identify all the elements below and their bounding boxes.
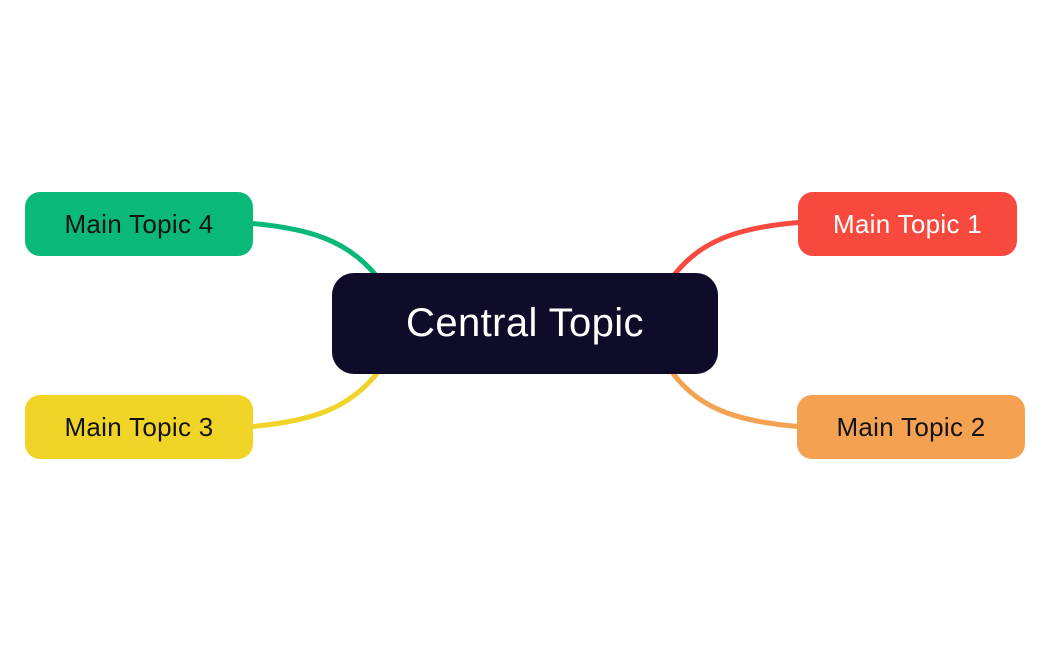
main-topic-1-label: Main Topic 1 <box>832 208 983 239</box>
central-topic-label: Central Topic <box>406 301 644 345</box>
connector-main-topic-3 <box>243 369 381 430</box>
main-topic-3-label: Main Topic 3 <box>64 411 214 442</box>
connector-main-topic-1 <box>669 219 807 281</box>
central-topic-node[interactable]: Central Topic <box>332 273 718 374</box>
main-topic-2-label: Main Topic 2 <box>836 411 986 442</box>
main-topic-4-node[interactable]: Main Topic 4 <box>25 192 253 256</box>
connector-main-topic-4 <box>243 220 381 281</box>
main-topic-3-node[interactable]: Main Topic 3 <box>25 395 253 459</box>
main-topic-2-node[interactable]: Main Topic 2 <box>797 395 1025 459</box>
main-topic-1-node[interactable]: Main Topic 1 <box>798 192 1017 256</box>
connector-main-topic-2 <box>669 369 807 430</box>
main-topic-4-label: Main Topic 4 <box>64 208 214 239</box>
